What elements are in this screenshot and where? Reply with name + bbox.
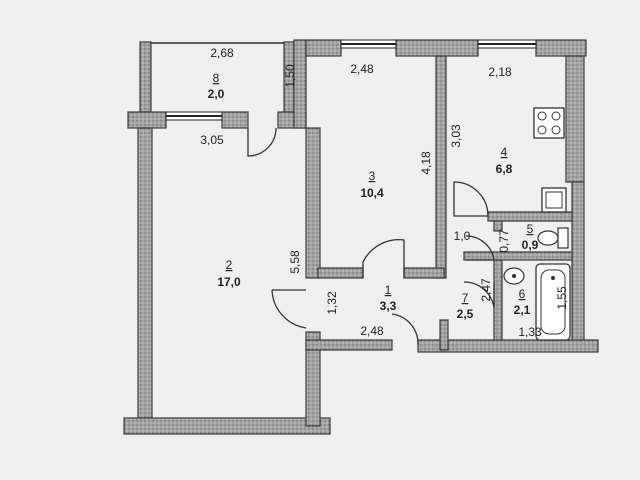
wall-right-upper: [565, 55, 585, 183]
room-4-area: 6,8: [496, 162, 513, 176]
dimension-labels: 2,68 1,50 3,05 5,58 2,48 4,18 2,18 3,03 …: [200, 46, 569, 339]
balcony-left-wall: [139, 41, 152, 113]
dim-bath-depth: 1,55: [555, 286, 569, 310]
wall-top-left: [293, 39, 307, 129]
dim-room2-width: 3,05: [200, 133, 224, 147]
dim-corridor-depth: 2,47: [479, 278, 493, 302]
wash-basin-icon: [503, 267, 525, 285]
bathtub-icon: [535, 263, 571, 341]
room-5-area: 0,9: [522, 238, 539, 252]
dim-balcony-depth: 1,50: [283, 64, 297, 88]
wall-7-6: [493, 259, 503, 351]
wall-bottom-hall: [305, 339, 393, 351]
fixtures: [503, 107, 571, 341]
room-6-area: 2,1: [514, 303, 531, 317]
wall-room2-top-right: [221, 111, 249, 129]
wall-room3-bottom-right: [403, 267, 445, 279]
dim-bath-width: 1,33: [518, 325, 542, 339]
room-3-area: 10,4: [360, 186, 384, 200]
dim-hall-depth: 1,32: [325, 291, 339, 315]
dim-room2-depth: 5,58: [288, 250, 302, 274]
room-labels: 8 2,0 2 17,0 3 10,4 4 6,8 1 3,3 5 0,9 6 …: [208, 71, 539, 321]
room-6-number: 6: [519, 287, 526, 301]
door-room3: [362, 239, 405, 278]
door-bath: [463, 281, 495, 309]
room-7-area: 2,5: [457, 307, 474, 321]
door-entry: [391, 313, 419, 345]
wall-left-room2: [137, 127, 153, 427]
wall-room2-right-lower: [305, 331, 321, 427]
wall-top-kitchen: [535, 39, 587, 57]
door-wc: [465, 235, 495, 261]
dim-hall-width: 2,48: [360, 324, 384, 338]
room-1-area: 3,3: [380, 299, 397, 313]
toilet-icon: [537, 227, 569, 249]
walls: [123, 39, 599, 435]
dim-wc-width: 1,0: [454, 229, 471, 243]
windows: [151, 39, 537, 121]
room-2-area: 17,0: [217, 275, 241, 289]
door-kitchen: [453, 181, 489, 217]
room-8-area: 2,0: [208, 87, 225, 101]
room-8-number: 8: [213, 71, 220, 85]
wall-top-room3-a: [305, 39, 342, 57]
wall-room3-kitchen: [435, 55, 447, 279]
wall-right-lower: [571, 181, 585, 351]
room-3-number: 3: [369, 169, 376, 183]
wall-bottom-room2: [123, 417, 331, 435]
dim-wc-depth: 0,77: [497, 229, 511, 253]
door-balcony: [247, 127, 277, 157]
dim-room3-width: 2,48: [350, 62, 374, 76]
wall-room2-right-upper: [305, 127, 321, 279]
wall-kitchen-bottom-right: [487, 211, 573, 222]
room-1-number: 1: [385, 283, 392, 297]
door-room2: [271, 289, 307, 329]
wall-room2-top-left: [127, 111, 167, 129]
stove-icon: [533, 107, 565, 139]
wall-top-room3-b: [395, 39, 479, 57]
wall-wc-bath: [463, 251, 573, 261]
wall-7-6-upper: [493, 220, 503, 232]
dim-kitchen-depth: 3,03: [449, 124, 463, 148]
room-2-number: 2: [226, 258, 233, 272]
wall-room3-bottom-left: [317, 267, 364, 279]
room-4-number: 4: [501, 145, 508, 159]
wall-bottom-right: [417, 339, 599, 353]
wall-hall-7: [439, 319, 449, 351]
dim-room3-depth: 4,18: [419, 151, 433, 175]
dim-kitchen-width: 2,18: [488, 65, 512, 79]
room-7-number: 7: [462, 291, 469, 305]
doors: [247, 127, 495, 345]
dim-balcony-width: 2,68: [210, 46, 234, 60]
room-5-number: 5: [527, 222, 534, 236]
